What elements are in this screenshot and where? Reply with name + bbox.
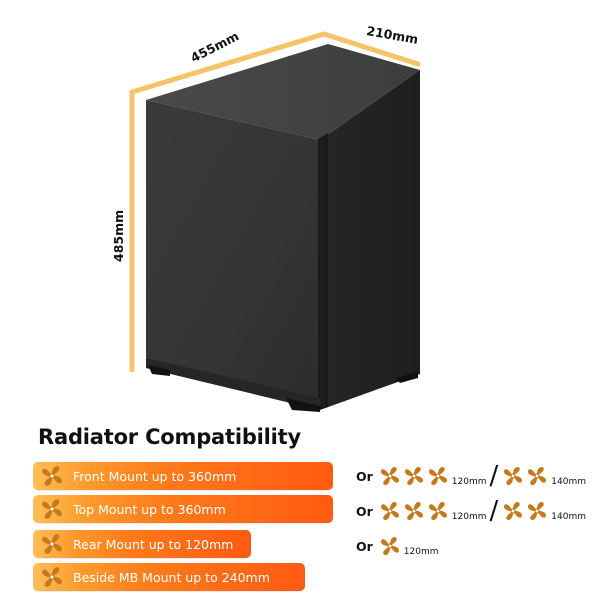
or-label: Or [356, 503, 373, 519]
rear-mount-label: Rear Mount up to 120mm [73, 536, 234, 552]
fan-icon [380, 466, 399, 486]
rear-alternatives: Or 120mm [356, 532, 439, 560]
fan-icon [428, 466, 447, 486]
top-mount-label: Top Mount up to 360mm [73, 501, 226, 517]
size-120-label: 120mm [451, 512, 487, 522]
fan-icon [428, 501, 447, 521]
height-dimension-label: 485mm [111, 209, 126, 262]
rear-mount-row: Rear Mount up to 120mm [33, 530, 251, 558]
beside-mb-mount-label: Beside MB Mount up to 240mm [73, 569, 270, 585]
fan-icon [37, 563, 67, 591]
top-alternatives: Or 120mm / 140mm [356, 497, 586, 525]
fan-icon [404, 501, 423, 521]
beside-mb-mount-row: Beside MB Mount up to 240mm [33, 563, 305, 591]
fan-icon [404, 466, 423, 486]
or-label: Or [356, 468, 373, 484]
size-120-label: 120mm [403, 547, 439, 557]
top-mount-row: Top Mount up to 360mm [33, 495, 333, 523]
fan-icon [504, 501, 523, 521]
fan-icon [37, 495, 67, 523]
or-label: Or [356, 538, 373, 554]
case-body [146, 44, 420, 412]
fan-icon [380, 501, 399, 521]
fan-icon [528, 466, 547, 486]
front-alternatives: Or 120mm / 140mm [356, 462, 586, 490]
front-mount-row: Front Mount up to 360mm [33, 462, 333, 490]
size-140-label: 140mm [551, 477, 586, 487]
section-title: Radiator Compatibility [38, 425, 301, 449]
size-120-label: 120mm [451, 477, 487, 487]
fan-icon [504, 466, 523, 486]
fan-icon [37, 530, 67, 558]
size-140-label: 140mm [551, 512, 586, 522]
front-mount-label: Front Mount up to 360mm [73, 468, 237, 484]
dimension-lines [129, 31, 421, 373]
separator: / [489, 461, 499, 491]
fan-icon [380, 536, 399, 556]
separator: / [489, 496, 499, 526]
pc-case-illustration [129, 31, 421, 412]
fan-icon [37, 462, 67, 490]
fan-icon [528, 501, 547, 521]
